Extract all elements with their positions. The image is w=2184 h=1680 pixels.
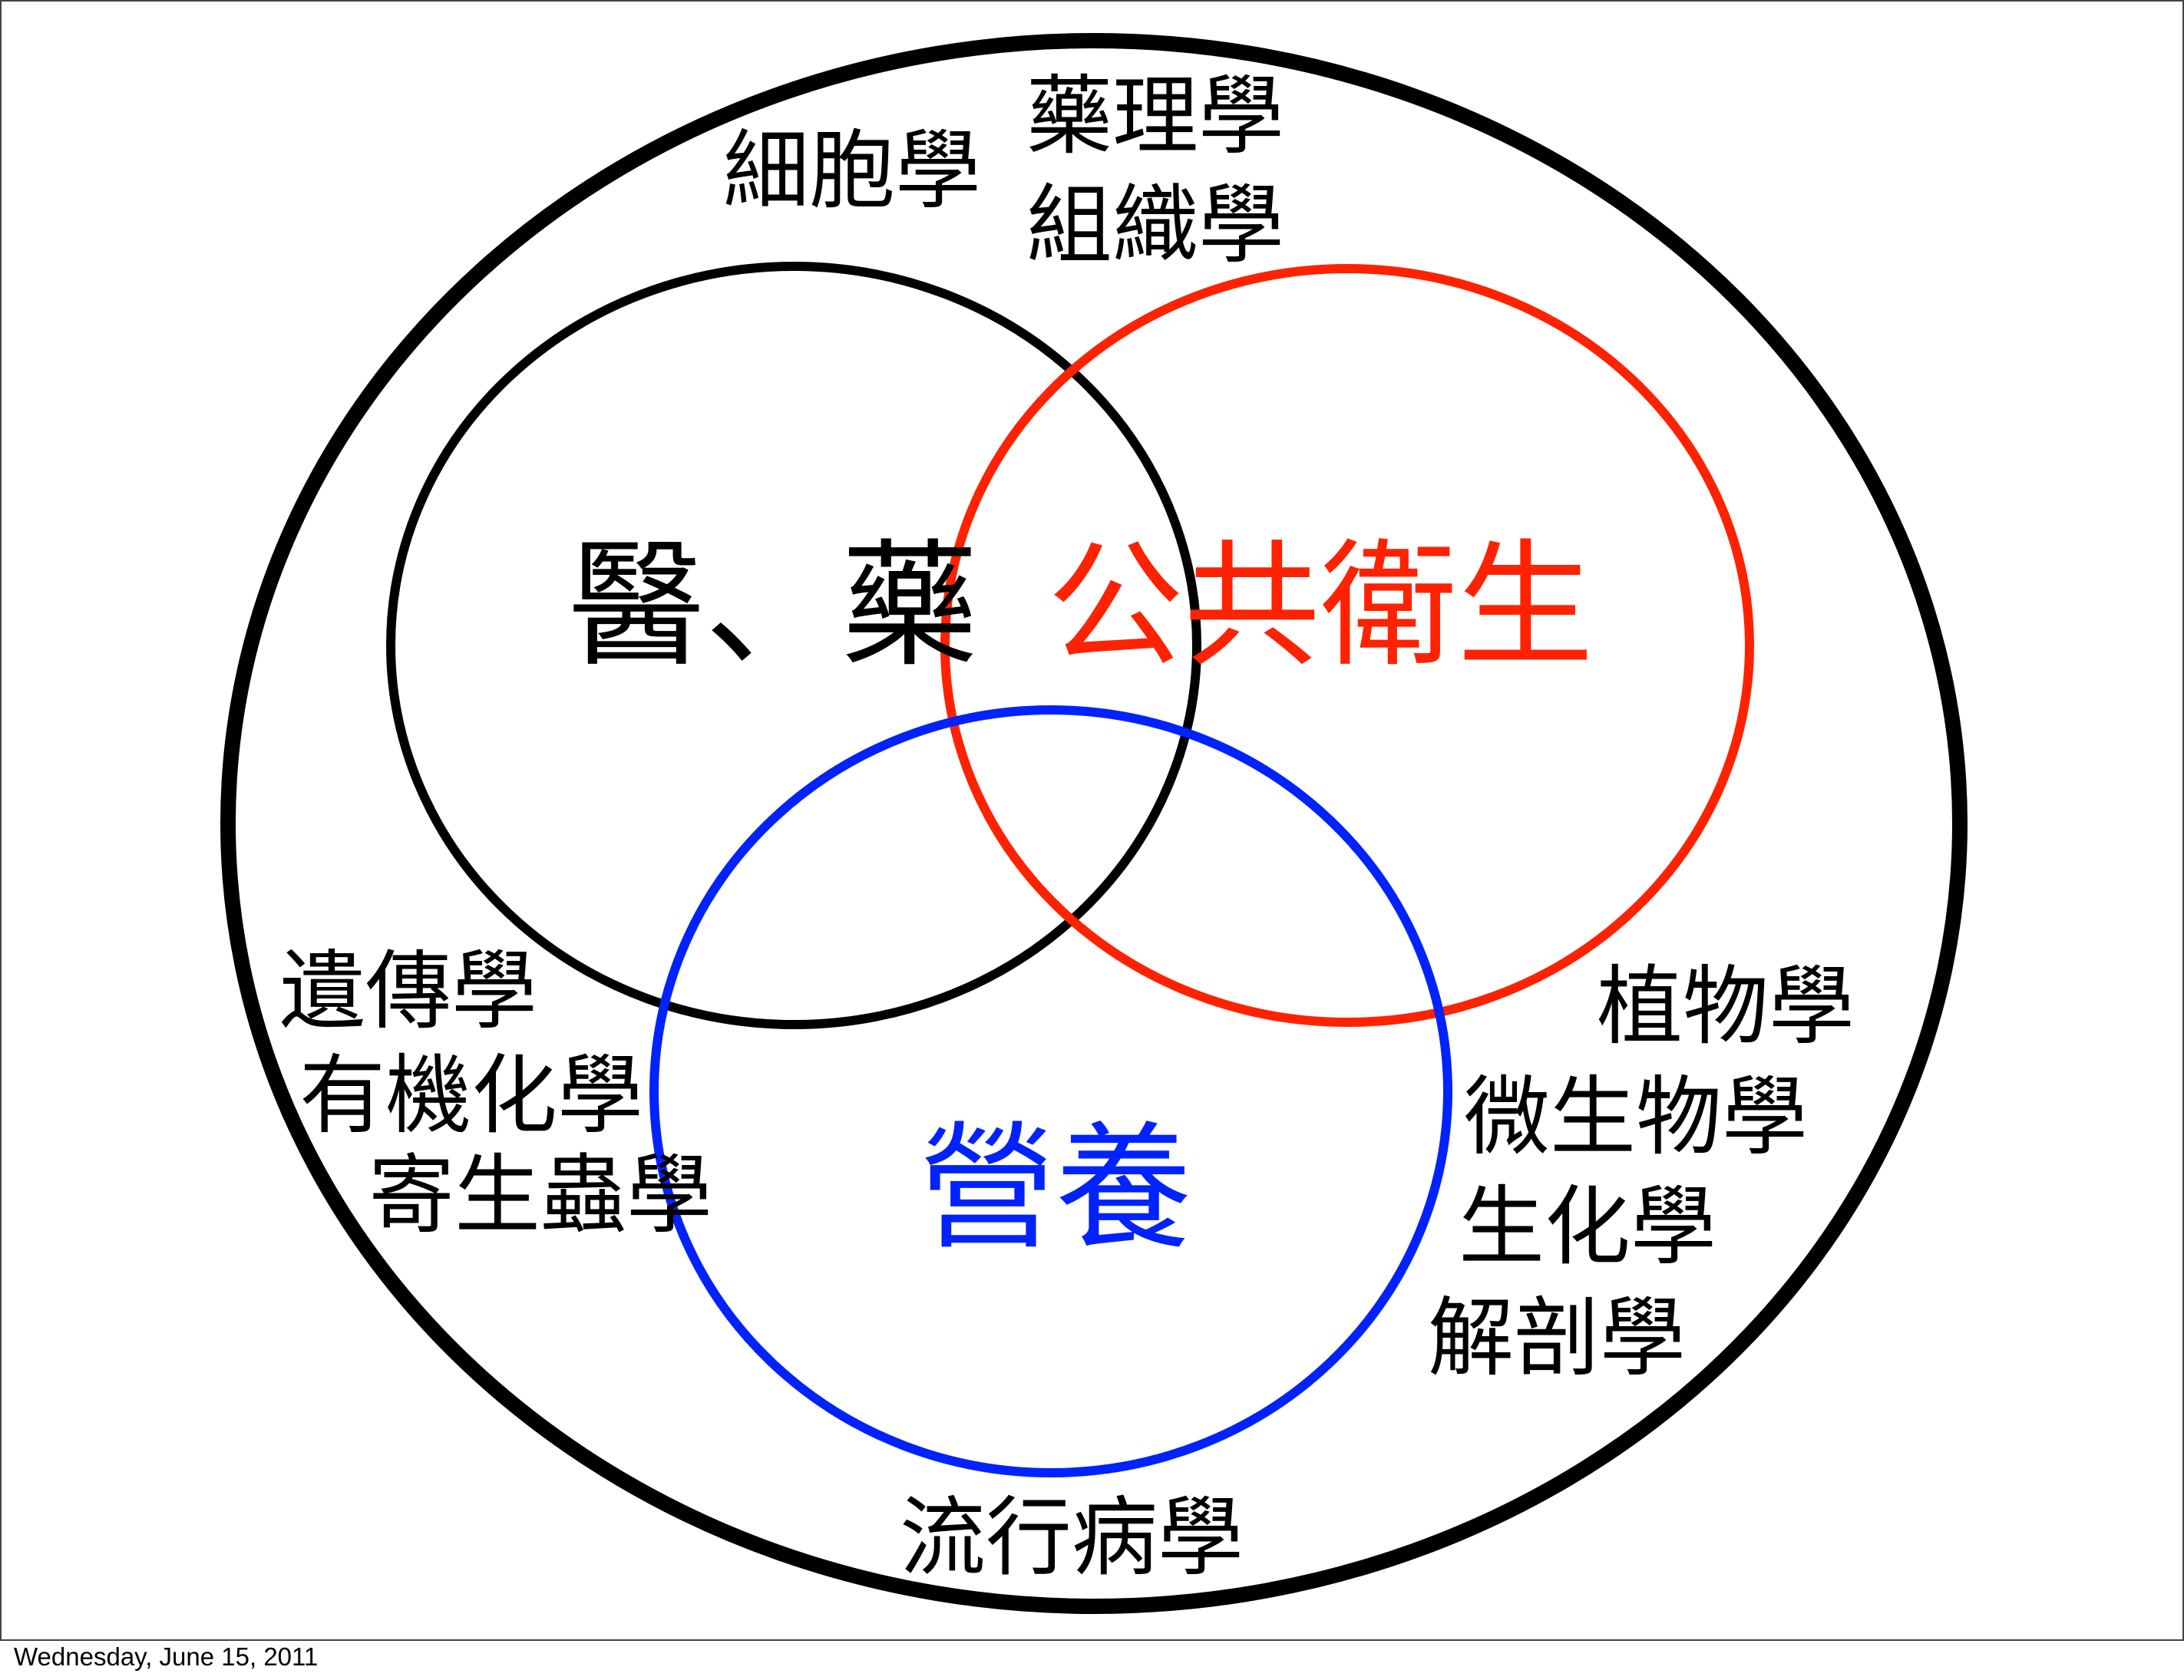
nutrition-circle [649,705,1452,1477]
footer-date: Wednesday, June 15, 2011 [14,1642,319,1671]
slide: 細胞學 藥理學 組織學 遺傳學 有機化學 寄生蟲學 植物學 微生物學 生化學 解… [0,0,2184,1641]
label-botany: 植物學 [1597,957,1855,1057]
label-nutrition: 營養 [919,1109,1192,1268]
label-epidemiology: 流行病學 [900,1488,1244,1588]
venn-diagram [220,33,1968,1614]
public-health-circle [940,264,1754,1027]
label-histology: 組織學 [1026,176,1284,276]
label-microbiology: 微生物學 [1464,1068,1808,1167]
label-organic-chemistry: 有機化學 [299,1046,643,1146]
label-pharmacology: 藥理學 [1026,67,1284,167]
label-parasitology: 寄生蟲學 [368,1146,712,1246]
medicine-circle [386,262,1201,1029]
label-genetics: 遺傳學 [279,942,537,1041]
label-anatomy: 解剖學 [1428,1289,1686,1388]
outer-ring [220,33,1968,1614]
label-cytology: 細胞學 [723,121,981,221]
label-medicine-pharmacy: 醫、藥 [568,526,978,685]
label-public-health: 公共衛生 [1047,526,1594,685]
label-biochemistry: 生化學 [1459,1177,1716,1277]
